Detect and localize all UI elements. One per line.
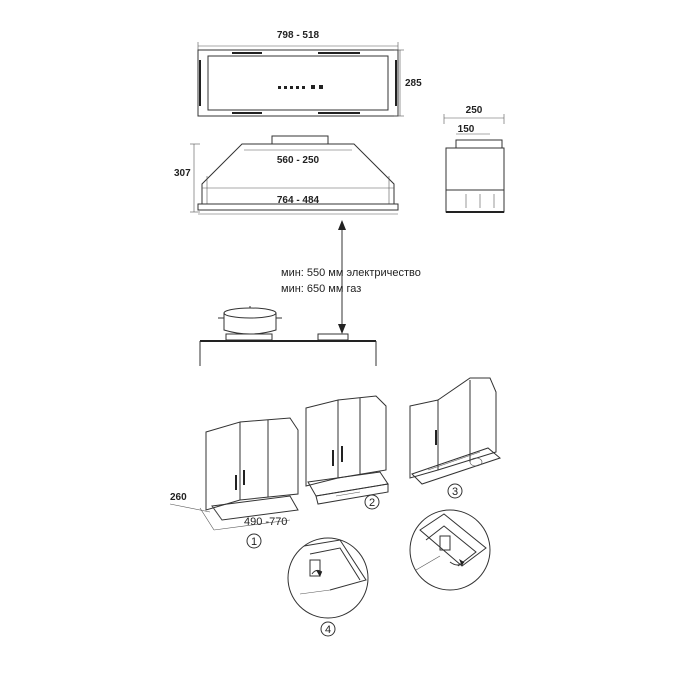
side-total-label: 250 [466,105,483,116]
side-inner-label: 150 [458,124,475,135]
step-3-number: 3 [452,486,458,498]
install-step-3: 3 [409,377,502,499]
top-depth-label: 285 [405,78,422,89]
install-step-1: 260 490 -770 1 [169,417,299,549]
side-view: 250 150 [443,105,505,213]
clearance-electric-text: мин: 550 мм электричество [281,267,421,279]
detail-circle-step-3 [409,509,491,591]
step-2-number: 2 [369,497,375,509]
install-depth-label: 260 [170,492,187,503]
clearance-gas-text: мин: 650 мм газ [281,283,361,295]
clearance-arrow [338,220,346,334]
install-width-label: 490 -770 [244,516,287,528]
front-bottom-label: 764 - 484 [277,195,320,206]
step-1-number: 1 [251,536,257,548]
control-panel-dots [278,85,323,89]
detail-circle-step-4: 4 [287,537,369,637]
top-width-label: 798 - 518 [277,30,320,41]
cooktop-with-pot [199,306,377,366]
install-step-2: 2 [305,395,389,510]
step-4-number: 4 [325,624,331,636]
top-view: 798 - 518 285 [197,30,422,117]
front-view: 307 560 - 250 764 - 484 [174,135,399,215]
front-height-label: 307 [174,168,191,179]
front-inner-label: 560 - 250 [277,155,320,166]
